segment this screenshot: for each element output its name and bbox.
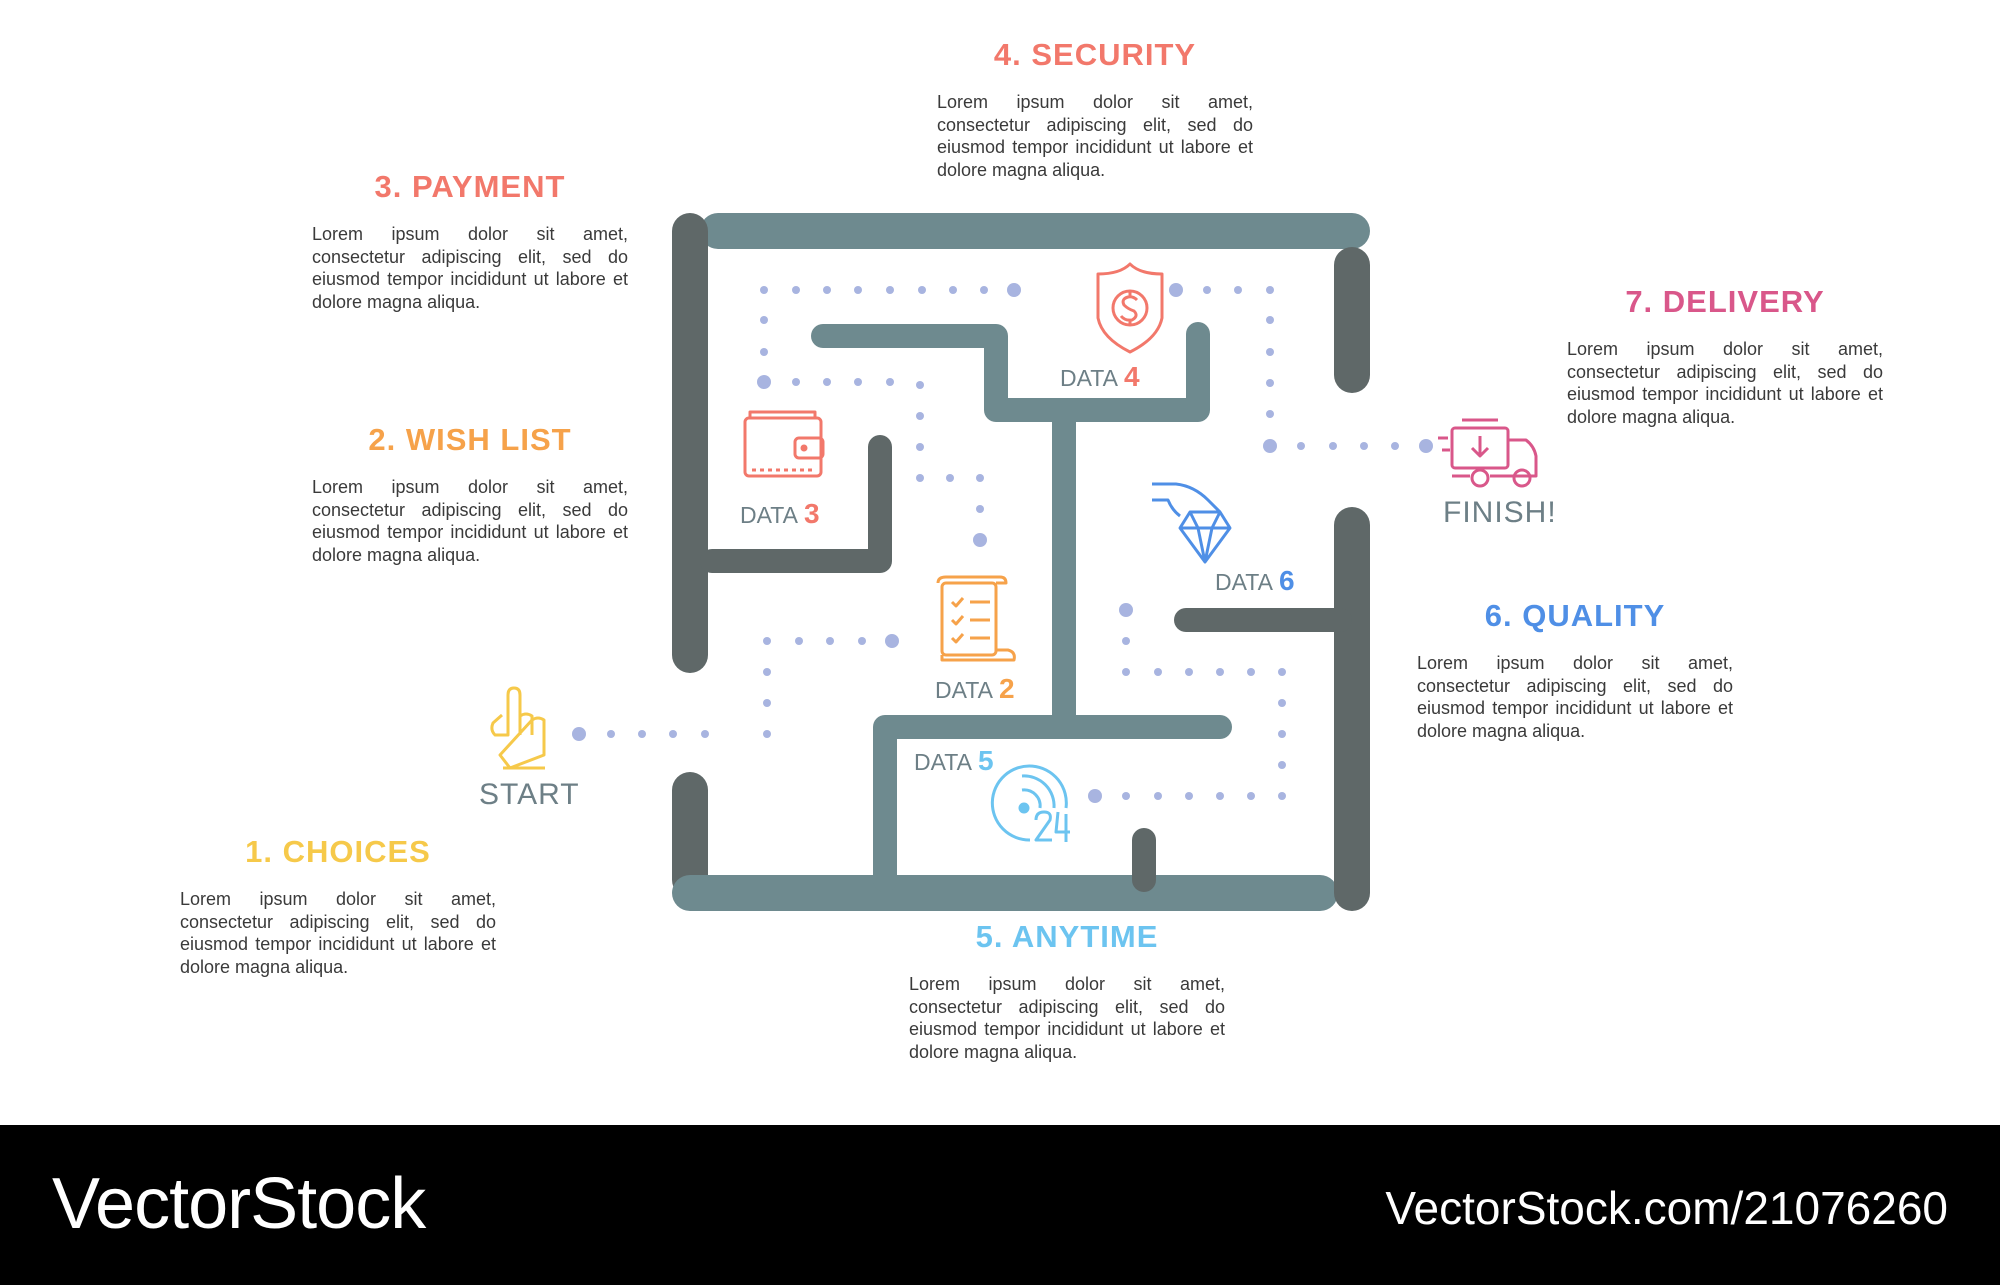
- maze-diagram: [490, 213, 1538, 911]
- step-2-body: Lorem ipsum dolor sit amet, consectetur …: [312, 477, 628, 565]
- data-2-number: 2: [998, 673, 1015, 704]
- step-3-payment: 3. PAYMENT Lorem ipsum dolor sit amet, c…: [312, 169, 628, 313]
- start-label: START: [479, 778, 580, 811]
- checklist-scroll-icon: [936, 575, 1016, 662]
- infographic-canvas: 1. CHOICES Lorem ipsum dolor sit amet, c…: [180, 37, 1883, 1063]
- data-4-prefix: DATA: [1060, 365, 1118, 391]
- pointing-hand-icon: [490, 686, 546, 770]
- diamond-hand-icon: [1152, 482, 1232, 564]
- delivery-truck-icon: [1438, 418, 1538, 488]
- step-6-body: Lorem ipsum dolor sit amet, consectetur …: [1417, 653, 1733, 741]
- step-7-body: Lorem ipsum dolor sit amet, consectetur …: [1567, 339, 1883, 427]
- support-24-icon: [990, 764, 1070, 842]
- step-6-quality: 6. QUALITY Lorem ipsum dolor sit amet, c…: [1417, 598, 1733, 742]
- step-1-title: 1. CHOICES: [245, 834, 431, 869]
- step-2-wish-list: 2. WISH LIST Lorem ipsum dolor sit amet,…: [312, 422, 628, 566]
- step-4-title: 4. SECURITY: [993, 37, 1197, 72]
- step-3-body: Lorem ipsum dolor sit amet, consectetur …: [312, 224, 628, 312]
- step-3-title: 3. PAYMENT: [374, 169, 566, 204]
- wallet-icon: [743, 410, 825, 478]
- data-4-number: 4: [1123, 361, 1140, 392]
- shield-dollar-icon: [1096, 262, 1164, 354]
- step-5-body: Lorem ipsum dolor sit amet, consectetur …: [909, 974, 1225, 1062]
- data-3-number: 3: [803, 498, 820, 529]
- step-7-title: 7. DELIVERY: [1625, 284, 1825, 319]
- step-5-anytime: 5. ANYTIME Lorem ipsum dolor sit amet, c…: [909, 919, 1225, 1063]
- finish-label: FINISH!: [1443, 496, 1557, 529]
- data-2-prefix: DATA: [935, 677, 993, 703]
- data-3-prefix: DATA: [740, 502, 798, 528]
- step-4-security: 4. SECURITY Lorem ipsum dolor sit amet, …: [937, 37, 1253, 181]
- step-6-title: 6. QUALITY: [1484, 598, 1666, 633]
- maze-wall-inner-1: [811, 322, 1210, 422]
- step-5-title: 5. ANYTIME: [975, 919, 1159, 954]
- data-5-number: 5: [977, 745, 994, 776]
- step-1-body: Lorem ipsum dolor sit amet, consectetur …: [180, 889, 496, 977]
- data-5-prefix: DATA: [914, 749, 972, 775]
- footer-bar: VectorStock VectorStock.com/21076260: [0, 1125, 2000, 1285]
- footer-brand: VectorStock: [52, 1164, 426, 1244]
- step-4-body: Lorem ipsum dolor sit amet, consectetur …: [937, 92, 1253, 180]
- step-7-delivery: 7. DELIVERY Lorem ipsum dolor sit amet, …: [1567, 284, 1883, 428]
- dotted-path: [572, 283, 1433, 803]
- step-2-title: 2. WISH LIST: [368, 422, 572, 457]
- data-6-prefix: DATA: [1215, 569, 1273, 595]
- step-1-choices: 1. CHOICES Lorem ipsum dolor sit amet, c…: [180, 834, 496, 978]
- data-6-number: 6: [1278, 565, 1295, 596]
- maze-wall-inner-3: [873, 715, 1232, 892]
- maze-wall-inner-4: [700, 435, 892, 573]
- footer-url: VectorStock.com/21076260: [1385, 1182, 1948, 1234]
